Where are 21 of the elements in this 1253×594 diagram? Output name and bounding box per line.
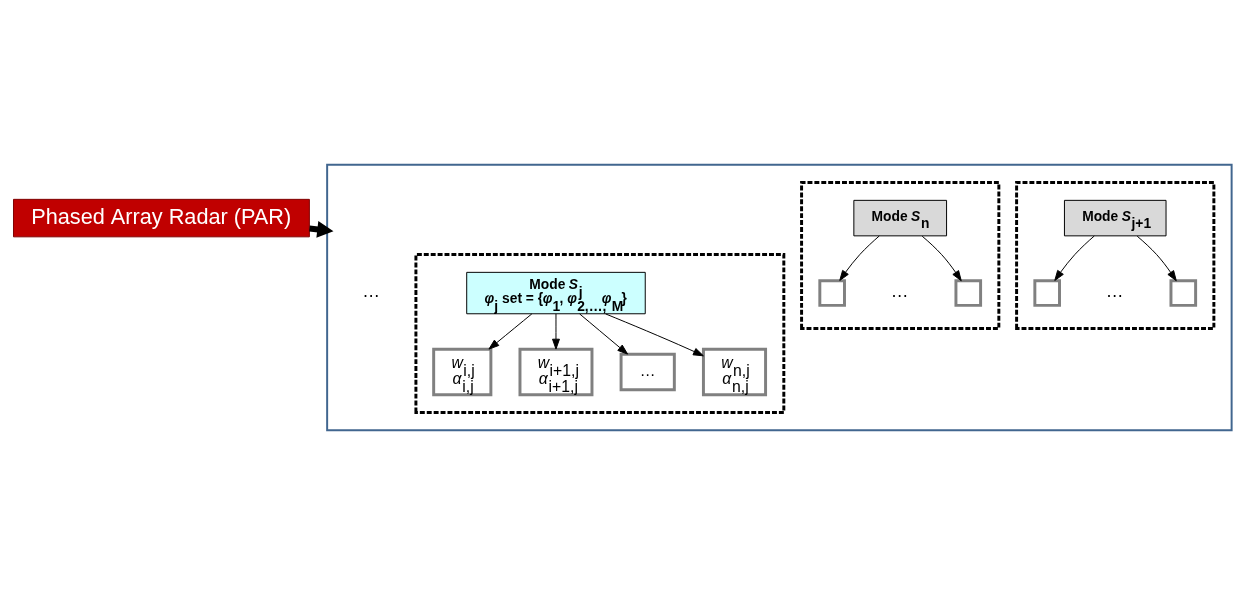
cluster — [414, 252, 786, 414]
arrow — [579, 312, 629, 355]
node-box — [954, 278, 983, 307]
node-box — [818, 278, 846, 307]
arrow — [552, 312, 560, 350]
arrow — [1136, 235, 1177, 281]
arrow — [921, 235, 962, 281]
label: … — [890, 280, 909, 301]
label: … — [1105, 280, 1124, 301]
node-box — [1169, 278, 1198, 307]
cluster — [1015, 180, 1216, 330]
arrow — [839, 234, 880, 281]
node-box: … — [619, 352, 676, 391]
cluster — [326, 163, 1233, 431]
arrow — [605, 312, 704, 356]
node-box — [1033, 278, 1061, 307]
node-box: Phased Array Radar (PAR) — [13, 198, 310, 237]
cluster — [800, 180, 1001, 330]
arrow — [1054, 234, 1095, 281]
label: … — [362, 280, 380, 301]
arrow — [488, 312, 533, 350]
